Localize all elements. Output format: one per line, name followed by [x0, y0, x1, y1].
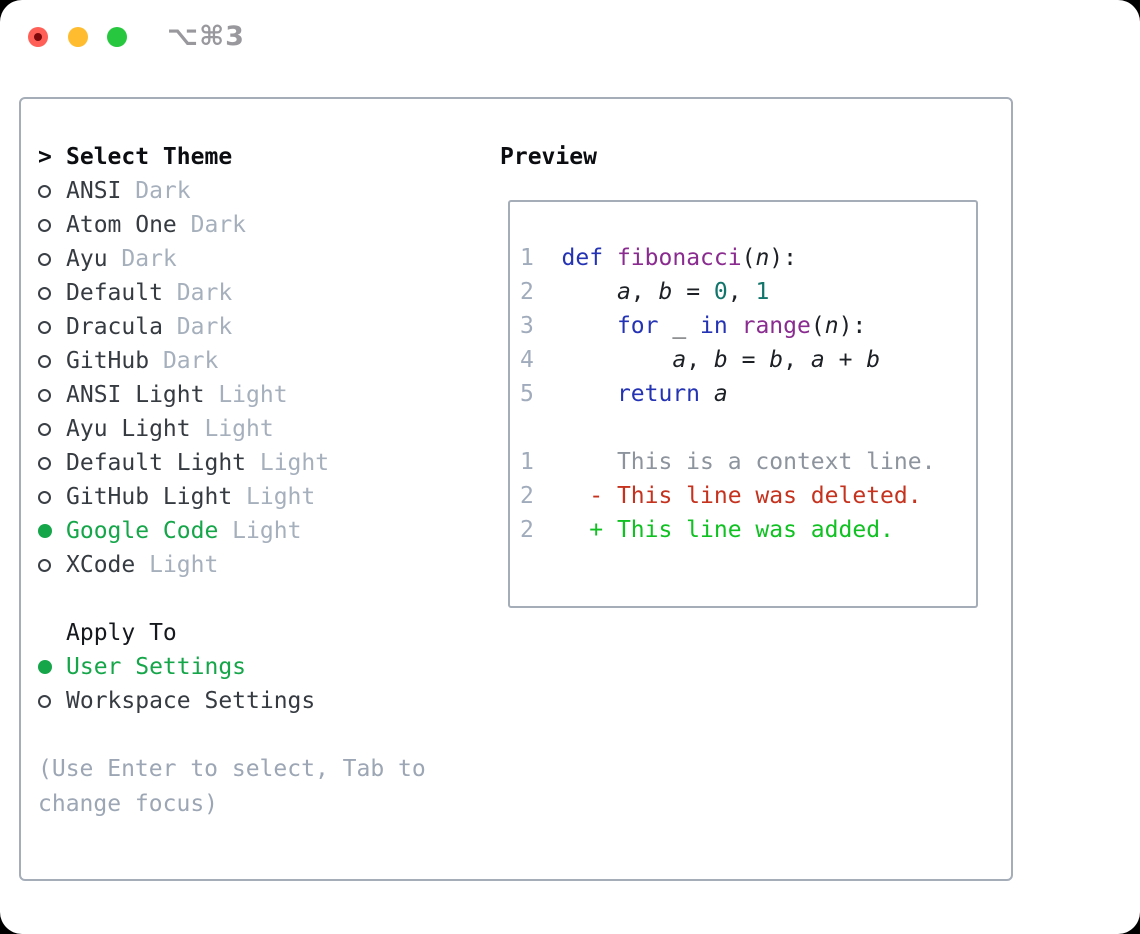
help-text: (Use Enter to select, Tab to change focu… [38, 756, 426, 817]
theme-option[interactable]: Google Code Light [38, 514, 329, 548]
theme-option[interactable]: Default Light Light [38, 446, 329, 480]
theme-option[interactable]: ANSI Light Light [38, 378, 329, 412]
minimize-button[interactable] [68, 27, 88, 47]
theme-option[interactable]: Ayu Dark [38, 242, 329, 276]
theme-option[interactable]: ANSI Dark [38, 174, 329, 208]
radio-icon [38, 490, 51, 504]
theme-option[interactable]: GitHub Light Light [38, 480, 329, 514]
theme-variant-label: Light [246, 450, 330, 476]
theme-option-label: GitHub Light [66, 484, 233, 510]
theme-option-label: Ayu [66, 246, 108, 272]
window-title: ⌥⌘3 [167, 21, 245, 52]
radio-icon [38, 252, 51, 266]
theme-variant-label: Light [190, 416, 274, 442]
close-button[interactable] [28, 27, 48, 47]
theme-option-label: Google Code [66, 518, 219, 544]
theme-variant-label: Dark [149, 348, 219, 374]
radio-icon [38, 422, 51, 436]
code-line: 2 + This line was added. [520, 517, 894, 543]
select-theme-title: Select Theme [66, 144, 233, 170]
unsaved-indicator-icon [34, 33, 42, 41]
radio-icon [38, 320, 51, 334]
select-theme-header: > Select Theme [38, 140, 329, 174]
theme-option[interactable]: GitHub Dark [38, 344, 329, 378]
preview-title: Preview [500, 144, 597, 170]
radio-icon [38, 286, 51, 300]
theme-option-label: Dracula [66, 314, 163, 340]
radio-selected-icon [38, 660, 52, 674]
radio-icon [38, 694, 51, 708]
code-line: 1 This is a context line. [520, 449, 936, 475]
theme-variant-label: Light [232, 484, 316, 510]
apply-to-header: Apply To [38, 616, 315, 650]
radio-icon [38, 218, 51, 232]
selection-cursor-icon: > [38, 144, 52, 170]
radio-icon [38, 184, 51, 198]
theme-option[interactable]: Default Dark [38, 276, 329, 310]
theme-option[interactable]: Ayu Light Light [38, 412, 329, 446]
code-line: 2 a, b = 0, 1 [520, 279, 770, 305]
code-line: 5 return a [520, 381, 728, 407]
radio-icon [38, 558, 51, 572]
theme-option-label: ANSI [66, 178, 122, 204]
radio-icon [38, 388, 51, 402]
theme-option-label: Atom One [66, 212, 177, 238]
code-line: 2 - This line was deleted. [520, 483, 922, 509]
radio-icon [38, 456, 51, 470]
theme-variant-label: Dark [162, 280, 233, 306]
preview-code: 1 def fibonacci(n): 2 a, b = 0, 1 3 for _ … [520, 241, 935, 547]
theme-variant-label: Dark [176, 212, 247, 238]
radio-icon [38, 354, 51, 368]
preview-box: 1 def fibonacci(n): 2 a, b = 0, 1 3 for _ … [508, 200, 978, 608]
theme-variant-label: Dark [107, 246, 177, 272]
theme-variant-label: Light [204, 382, 288, 408]
apply-option-label: Workspace Settings [66, 688, 316, 714]
code-line: 3 for _ in range(n): [520, 313, 867, 339]
code-line: 1 def fibonacci(n): [520, 245, 797, 271]
theme-variant-label: Light [135, 552, 219, 578]
theme-option-label: Default [66, 280, 163, 306]
apply-option-label: User Settings [66, 654, 247, 680]
code-line: 4 a, b = b, a + b [520, 347, 881, 373]
radio-selected-icon [38, 524, 52, 538]
theme-variant-label: Dark [121, 178, 191, 204]
zoom-button[interactable] [107, 27, 127, 47]
code-line [520, 411, 935, 445]
theme-option-label: Ayu Light [66, 416, 191, 442]
theme-option[interactable]: XCode Light [38, 548, 329, 582]
apply-option[interactable]: Workspace Settings [38, 684, 315, 718]
theme-variant-label: Light [218, 518, 302, 544]
apply-option[interactable]: User Settings [38, 650, 315, 684]
theme-option-label: Default Light [66, 450, 247, 476]
theme-option-label: XCode [66, 552, 136, 578]
theme-option-label: ANSI Light [66, 382, 205, 408]
apply-to-title: Apply To [66, 620, 177, 646]
theme-option[interactable]: Atom One Dark [38, 208, 329, 242]
theme-option[interactable]: Dracula Dark [38, 310, 329, 344]
theme-option-label: GitHub [66, 348, 150, 374]
theme-variant-label: Dark [162, 314, 233, 340]
